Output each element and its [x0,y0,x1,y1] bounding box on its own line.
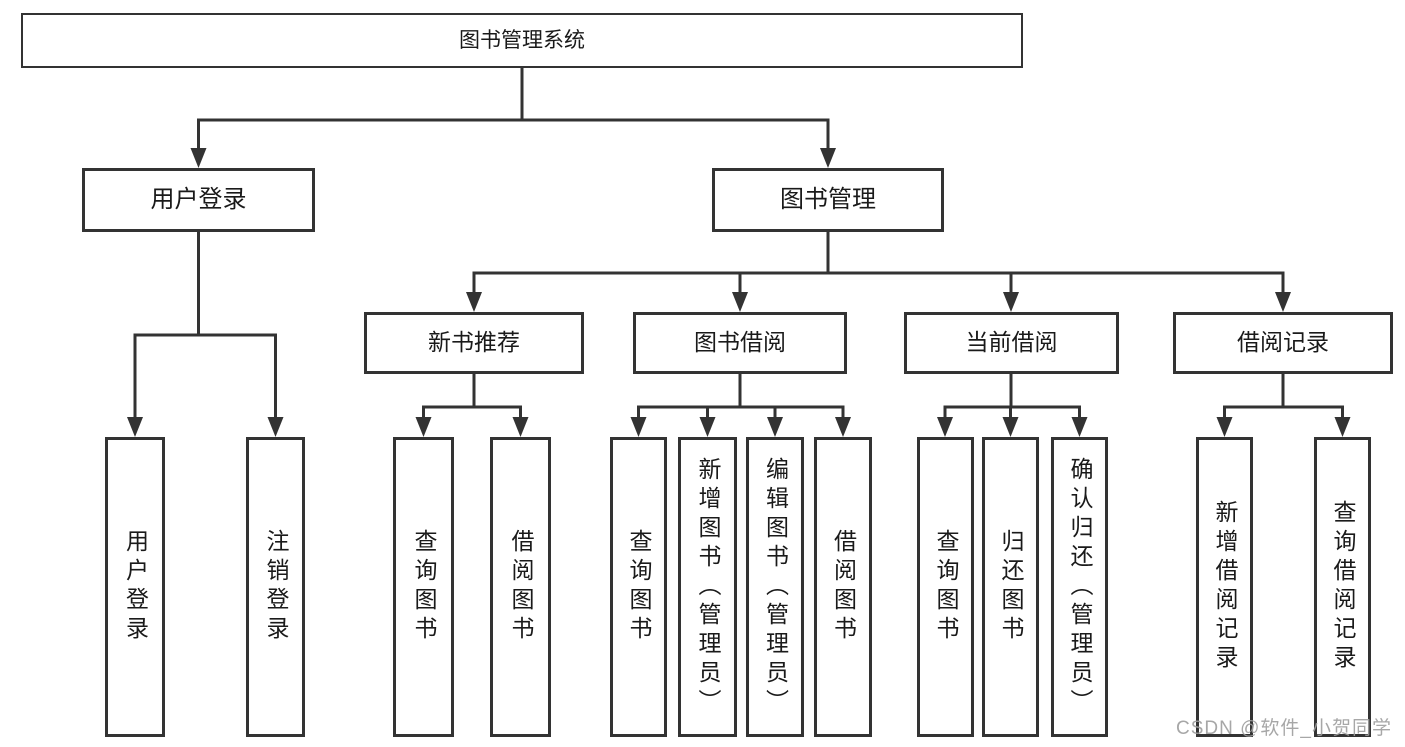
node-library-management-system: 图书管理系统 [21,13,1023,68]
node-borrow-books-leaf: 借阅图书 [814,437,872,737]
node-add-books-admin: 新增图书（管理员） [678,437,737,737]
node-label: 借阅记录 [1237,329,1329,356]
node-label: 图书借阅 [694,329,786,356]
node-label: 用户登录 [150,185,247,213]
node-user-login-leaf: 用户登录 [105,437,165,737]
node-label: 新增借阅记录 [1212,500,1238,674]
node-user-login: 用户登录 [82,168,315,232]
node-add-borrow-record: 新增借阅记录 [1196,437,1253,737]
arrowhead-icon [767,417,783,437]
node-current-borrowing: 当前借阅 [904,312,1119,374]
node-query-books-current: 查询图书 [917,437,974,737]
node-book-borrowing: 图书借阅 [633,312,847,374]
node-logout: 注销登录 [246,437,305,737]
arrowhead-icon [1334,417,1351,437]
arrowhead-icon [512,417,529,437]
node-label: 新增图书（管理员） [695,456,721,718]
arrowhead-icon [732,292,748,312]
arrowhead-icon [1003,292,1019,312]
node-label: 查询图书 [933,529,959,645]
node-label: 编辑图书（管理员） [762,456,789,718]
node-label: 借阅图书 [830,529,857,645]
node-label: 注销登录 [263,529,289,645]
node-edit-books-admin: 编辑图书（管理员） [746,437,804,737]
watermark-text: CSDN @软件_小贺同学 [1176,718,1392,739]
node-label: 查询图书 [411,529,437,645]
node-query-books-borrowing: 查询图书 [610,437,667,737]
arrowhead-icon [267,417,284,437]
arrowhead-icon [466,292,482,312]
arrowhead-icon [630,417,647,437]
arrowhead-icon [1275,292,1291,312]
arrowhead-icon [835,417,851,437]
node-book-management: 图书管理 [712,168,944,232]
node-label: 新书推荐 [428,329,520,356]
node-label: 借阅图书 [508,529,534,645]
node-label: 当前借阅 [965,329,1058,356]
node-new-book-recommend: 新书推荐 [364,312,584,374]
node-label: 用户登录 [122,529,149,645]
arrowhead-icon [820,148,836,168]
node-label: 查询图书 [626,529,652,645]
node-label: 归还图书 [998,529,1024,645]
node-label: 查询借阅记录 [1330,500,1356,674]
arrowhead-icon [1002,417,1019,437]
node-label: 确认归还（管理员） [1067,456,1093,718]
node-confirm-return-admin: 确认归还（管理员） [1051,437,1108,737]
arrowhead-icon [699,417,716,437]
node-borrowing-records: 借阅记录 [1173,312,1393,374]
arrowhead-icon [1216,417,1233,437]
arrowhead-icon [190,148,207,168]
node-borrow-books-recommend: 借阅图书 [490,437,551,737]
arrowhead-icon [937,417,953,437]
arrowhead-icon [415,417,432,437]
arrowhead-icon [127,417,143,437]
node-return-books: 归还图书 [982,437,1039,737]
node-label: 图书管理系统 [459,28,585,52]
node-query-borrow-record: 查询借阅记录 [1314,437,1371,737]
node-label: 图书管理 [780,185,876,213]
arrowhead-icon [1071,417,1088,437]
node-query-books-recommend: 查询图书 [393,437,454,737]
